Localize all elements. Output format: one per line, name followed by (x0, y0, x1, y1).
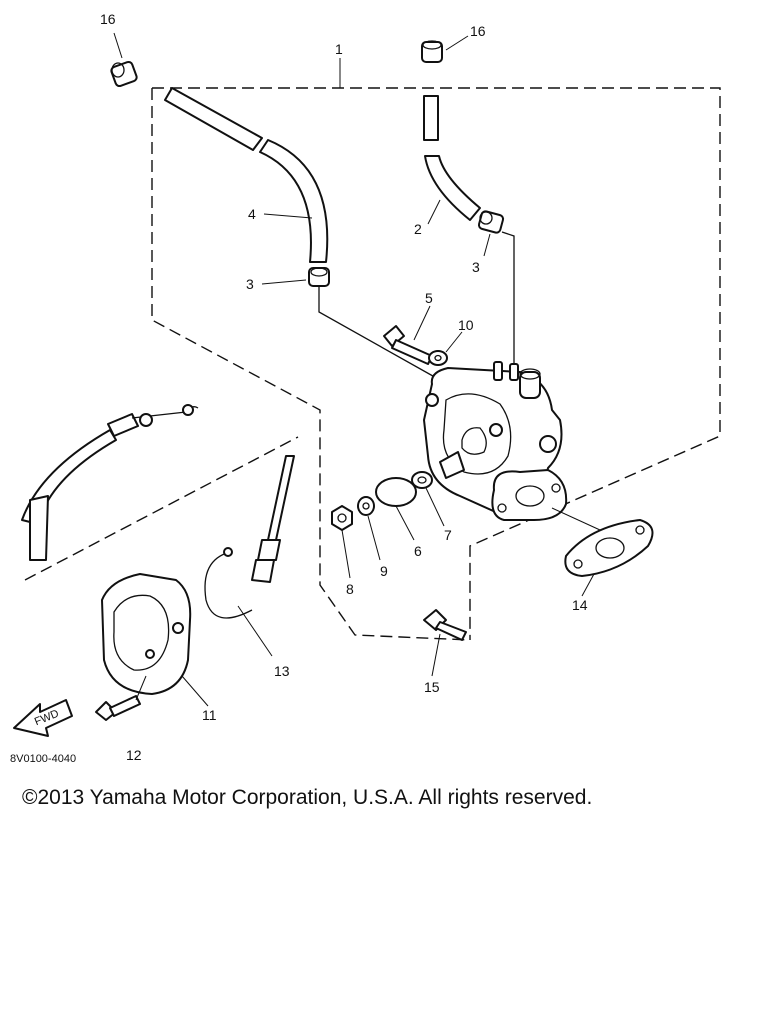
leader-16-left (113, 32, 123, 59)
leader-15 (431, 633, 441, 677)
label-3-left: 3 (246, 276, 254, 292)
bolt-15 (423, 609, 467, 641)
leader-14-to-flange (551, 507, 601, 531)
label-2: 2 (414, 221, 422, 237)
leader-8 (341, 529, 351, 579)
drawing-code: 8V0100-4040 (10, 753, 76, 765)
hose-route-left (318, 286, 441, 381)
leader-10 (445, 331, 463, 353)
cover-11 (101, 573, 192, 695)
hose-route-right (501, 231, 515, 370)
fwd-arrow-icon: FWD (13, 699, 73, 737)
hose-2-bent (424, 155, 481, 221)
label-13: 13 (274, 663, 290, 679)
label-16-right: 16 (470, 23, 486, 39)
leader-16-right (445, 35, 469, 51)
bolt-5 (383, 325, 433, 365)
copyright-notice: ©2013 Yamaha Motor Corporation, U.S.A. A… (22, 786, 593, 809)
oil-pump-body (423, 361, 568, 521)
label-3-right: 3 (472, 259, 480, 275)
leader-14 (581, 573, 595, 597)
label-11: 11 (202, 707, 217, 723)
bolt-12 (95, 695, 141, 721)
cap-16-left (110, 60, 138, 88)
leader-12-to-cover (135, 675, 147, 701)
leader-11 (181, 675, 209, 707)
hose-4-straight (164, 87, 263, 151)
clamp-3-right (477, 210, 505, 234)
label-10: 10 (458, 317, 474, 333)
exploded-parts-diagram: FWD 16 1 16 4 2 3 3 5 10 6 7 8 9 14 13 1… (10, 11, 721, 765)
washer-7 (411, 471, 433, 489)
plate-6 (375, 477, 417, 507)
leader-2 (427, 199, 441, 225)
label-16-left: 16 (100, 11, 116, 27)
cable-13 (204, 455, 295, 619)
label-12: 12 (126, 747, 142, 763)
leader-7 (425, 487, 445, 527)
hose-4-bent (259, 139, 329, 263)
leader-13 (237, 605, 273, 657)
clamp-3-left (308, 267, 330, 287)
leader-5 (413, 305, 431, 341)
cap-16-right (421, 40, 443, 63)
leader-9 (367, 515, 381, 561)
label-6: 6 (414, 543, 422, 559)
label-4: 4 (248, 206, 256, 222)
nut-8 (331, 505, 353, 531)
gasket-14 (564, 519, 654, 577)
label-9: 9 (380, 563, 388, 579)
washer-10 (428, 350, 448, 366)
label-1: 1 (335, 41, 343, 57)
assembly-boundary (151, 87, 721, 641)
label-5: 5 (425, 290, 433, 306)
leader-3-left (261, 279, 307, 285)
label-14: 14 (572, 597, 588, 613)
leader-3-right (483, 233, 491, 257)
hose-2-straight (423, 95, 439, 141)
label-15: 15 (424, 679, 440, 695)
washer-9 (357, 496, 375, 516)
label-7: 7 (444, 527, 452, 543)
label-8: 8 (346, 581, 354, 597)
leader-4 (263, 213, 313, 219)
cable-assembly (21, 404, 199, 561)
cable-group-divider (24, 436, 299, 581)
leader-6 (395, 505, 415, 541)
